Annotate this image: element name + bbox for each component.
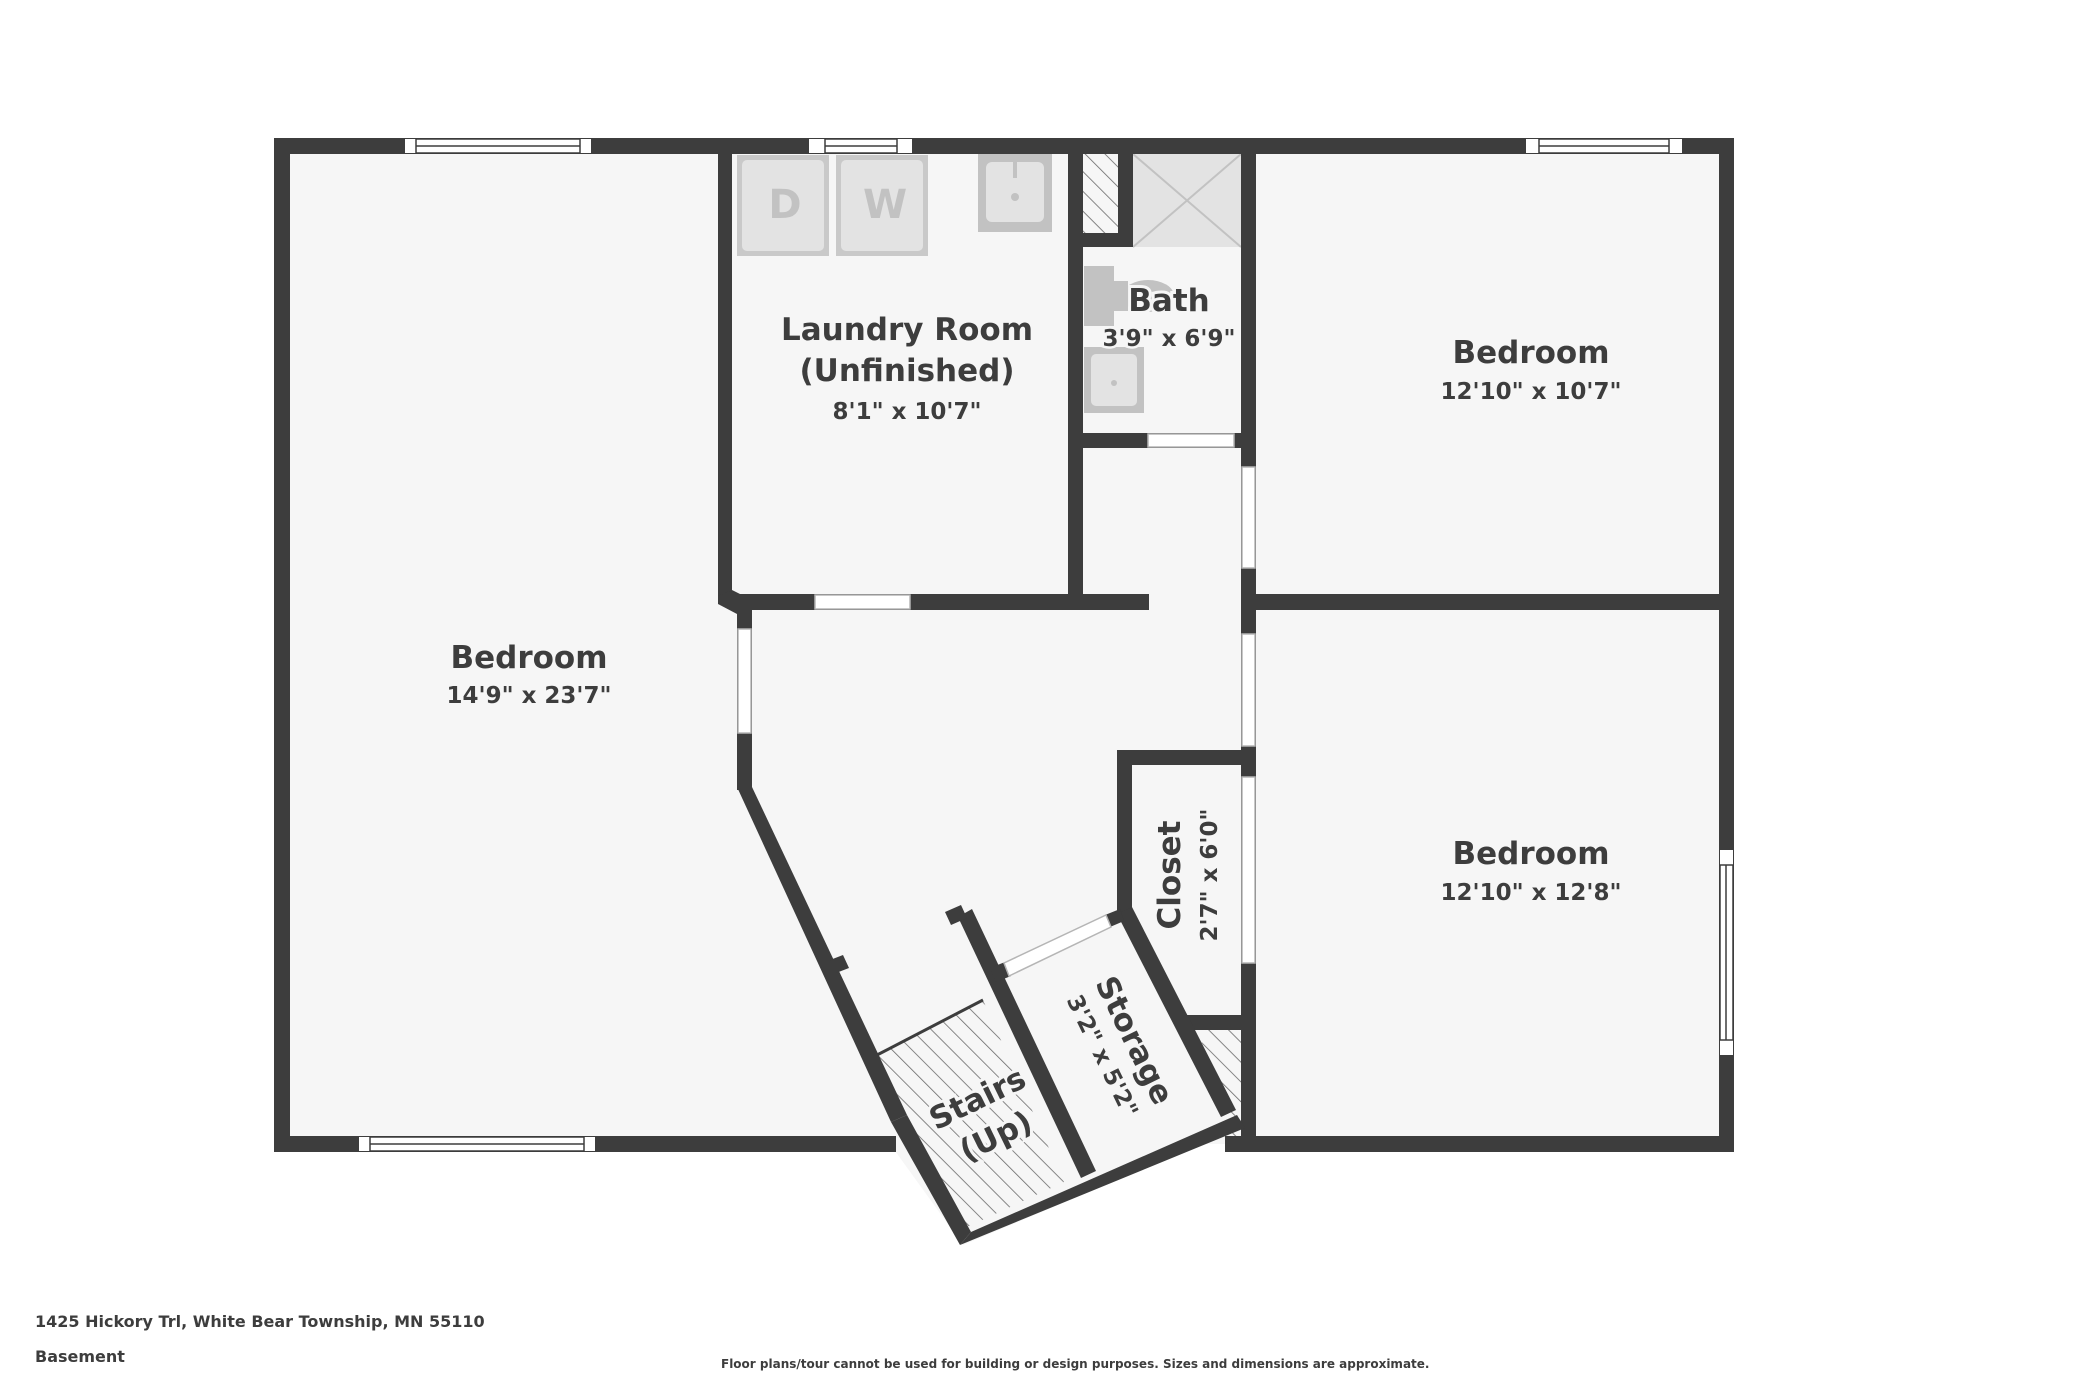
stairs-area [877,1000,1064,1228]
room-name: Closet [1152,820,1188,929]
room-name: Bedroom [1452,335,1609,371]
wall-diagonal-west-notch [830,955,849,973]
room-closet: Closet 2'7" x 6'0" [1152,809,1223,942]
room-laundry: Laundry Room (Unfinished) 8'1" x 10'7" [781,312,1033,425]
doorway-storage [1003,913,1112,978]
room-name-line1: Laundry Room [781,312,1033,348]
wall-stairs-west [891,1115,971,1245]
wall-south-east [1225,1136,1734,1152]
wall-stairs-south [960,1115,1245,1245]
doorway-bedroom-west [737,628,752,734]
laundry-fixtures: D W [737,154,1052,256]
bath-fixtures [1084,153,1242,413]
doorway-laundry [814,594,911,610]
wall-west [274,138,290,1152]
wall-closet-west [1117,750,1132,914]
windows [359,138,1734,1152]
utility-chase [1083,154,1118,234]
wall-closet-north [1117,750,1253,765]
wall-chase-east [1118,146,1133,247]
doorway-closet [1241,776,1256,964]
toilet-icon [1084,266,1174,326]
stairs-top-edge [876,998,984,1057]
room-dimensions: 2'7" x 6'0" [1197,809,1223,942]
room-name: Bath [1128,283,1209,319]
room-bedroom-se: Bedroom 12'10" x 12'8" [1441,836,1622,906]
window-bedroom-west-south [359,1136,595,1152]
doorways [737,433,1256,978]
window-bedroom-se-east [1719,850,1734,1055]
walls [274,138,1734,1245]
wall-north [274,138,1734,154]
shower-icon [1132,153,1242,248]
wall-chase-south [1075,233,1133,247]
room-dimensions: 14'9" x 23'7" [447,683,612,709]
wall-bedroom-divider [1241,594,1727,610]
property-address: 1425 Hickory Trl, White Bear Township, M… [35,1312,485,1331]
wall-stairs-stub [945,905,967,925]
washer: W [836,155,928,256]
washer-label: W [863,182,907,228]
floor-level-label: Basement [35,1347,125,1366]
window-bedroom-ne-north [1526,138,1682,154]
room-bedroom-ne: Bedroom 12'10" x 10'7" [1441,335,1622,405]
wall-storage-east [1117,907,1236,1117]
room-bath: Bath 3'9" x 6'9" [1100,280,1238,355]
doorway-bedroom-se [1241,633,1256,747]
window-laundry [809,138,912,154]
room-dimensions: 3'9" x 6'9" [1103,326,1236,352]
room-dimensions: 12'10" x 10'7" [1441,379,1622,405]
room-name: Bedroom [1452,836,1609,872]
wall-laundry-west [718,146,732,596]
doorway-bedroom-ne [1241,466,1256,569]
room-name-line2: (Unfinished) [800,353,1015,389]
utility-sink-icon [978,154,1052,232]
wall-laundry-south [737,594,1149,610]
wall-diagonal-west [737,787,907,1122]
room-bedroom-west: Bedroom 14'9" x 23'7" [447,640,612,709]
disclaimer-text: Floor plans/tour cannot be used for buil… [721,1357,1430,1371]
wall-closet-south [1178,1015,1253,1030]
window-bedroom-west-north [405,138,591,154]
room-name: Bedroom [450,640,607,676]
room-dimensions: 12'10" x 12'8" [1441,880,1622,906]
bath-sink-icon [1084,347,1144,413]
wall-stairs-storage [958,909,1096,1178]
room-dimensions: 8'1" x 10'7" [833,399,982,425]
doorway-bath [1147,433,1235,448]
dryer: D [737,155,829,256]
wall-hall-stub [1068,433,1083,603]
dryer-label: D [768,182,801,228]
